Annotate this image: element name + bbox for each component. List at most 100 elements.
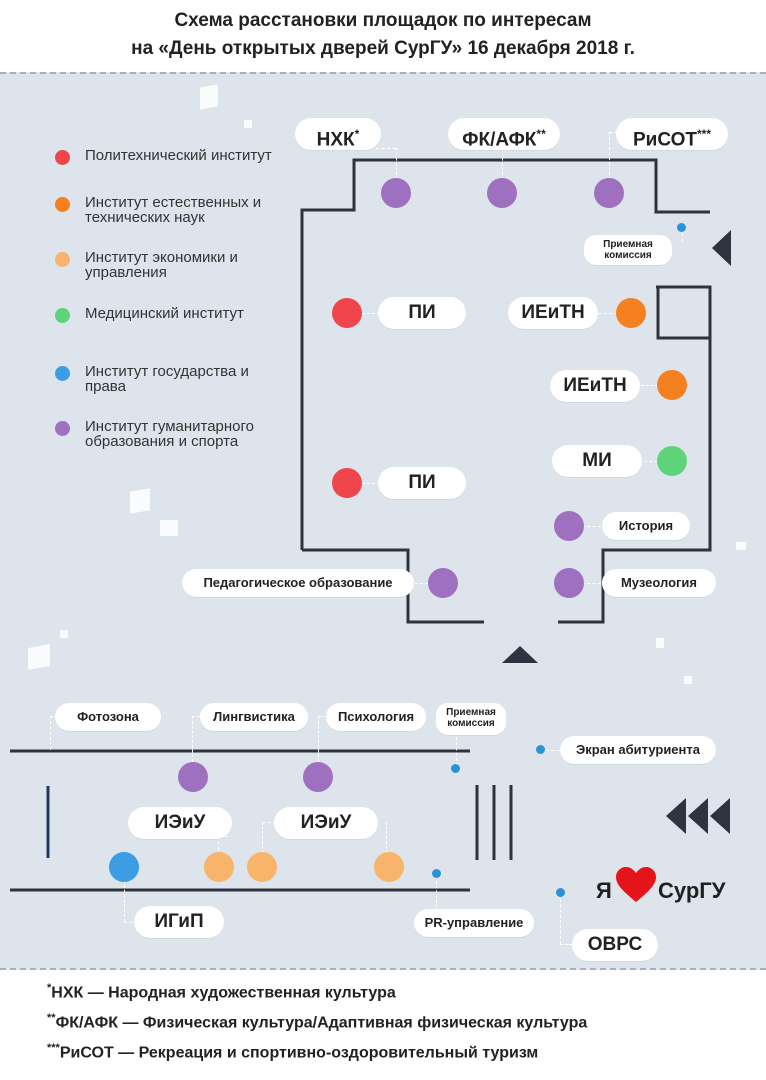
decor-square (736, 542, 746, 550)
arrow-up-icon (502, 646, 538, 663)
connector-line (582, 526, 606, 527)
legend-label: Институт естественных и технических наук (85, 194, 262, 226)
venue-marker-humanities (381, 178, 411, 208)
arrow-left-icon (712, 230, 731, 266)
logo-text-left: Я (596, 878, 612, 903)
venue-marker-polytechnic (332, 468, 362, 498)
venue-marker-natural-sciences (657, 370, 687, 400)
connector-line (218, 836, 219, 856)
arrow-left-icon (666, 798, 686, 834)
connector-line (362, 483, 380, 484)
legend-label: Медицинский институт (85, 305, 244, 322)
venue-marker-law (109, 852, 139, 882)
decor-square (244, 120, 252, 128)
info-point-marker (432, 869, 441, 878)
logo-i-love-surgu: Я СурГУ (596, 866, 746, 906)
connector-line (124, 880, 125, 922)
top-dashed-border (0, 72, 766, 74)
label-ieiu-left: ИЭиУ (128, 807, 232, 839)
connector-line (192, 716, 204, 717)
venue-marker-economics (204, 852, 234, 882)
connector-line (262, 822, 276, 823)
venue-marker-economics (374, 852, 404, 882)
connector-line (318, 716, 319, 762)
decor-square (60, 630, 68, 638)
heart-icon (616, 867, 656, 902)
label-history: История (602, 512, 690, 540)
label-pedagogy: Педагогическое образование (182, 569, 414, 597)
legend-swatch (55, 252, 70, 267)
venue-marker-economics (247, 852, 277, 882)
label-photozone: Фотозона (55, 703, 161, 731)
label-igip: ИГиП (134, 906, 224, 938)
label-ieiu-right: ИЭиУ (274, 807, 378, 839)
connector-line (540, 750, 560, 751)
legend-label: Институт государства и права (85, 363, 249, 395)
connector-line (362, 313, 380, 314)
legend-swatch (55, 150, 70, 165)
connector-line (396, 148, 397, 180)
connector-line (192, 716, 193, 762)
venue-marker-humanities (487, 178, 517, 208)
connector-line (560, 894, 561, 944)
legend-swatch (55, 366, 70, 381)
connector-line (376, 148, 396, 149)
venue-marker-medical (657, 446, 687, 476)
label-museology: Музеология (602, 569, 716, 597)
legend-swatch (55, 421, 70, 436)
venue-marker-humanities (594, 178, 624, 208)
logo-text-right: СурГУ (658, 878, 726, 903)
arrow-left-icon (688, 798, 708, 834)
info-point-marker (451, 764, 460, 773)
info-point-marker (556, 888, 565, 897)
connector-line (502, 148, 503, 180)
info-point-marker (677, 223, 686, 232)
venue-marker-humanities (303, 762, 333, 792)
label-admissions-upper: Приемная комиссия (584, 235, 672, 265)
legend-label: Институт гуманитарного образования и спо… (85, 418, 255, 450)
label-pi-top: ПИ (378, 297, 466, 329)
label-mi: МИ (552, 445, 642, 477)
venue-marker-humanities (554, 568, 584, 598)
connector-line (262, 822, 263, 858)
footnote-nhk: *НХК — Народная художественная культура (47, 982, 396, 1002)
connector-line (318, 716, 330, 717)
connector-line (456, 716, 457, 766)
label-pi-bottom: ПИ (378, 467, 466, 499)
label-linguistics: Лингвистика (200, 703, 308, 731)
venue-marker-humanities (554, 511, 584, 541)
connector-line (598, 313, 618, 314)
page-title-line-1: Схема расстановки площадок по интересам (174, 10, 592, 31)
connector-line (124, 922, 138, 923)
legend-label: Политехнический институт (85, 147, 272, 164)
label-ieitn-top: ИЕиТН (508, 297, 598, 329)
legend-swatch (55, 308, 70, 323)
connector-line (582, 583, 606, 584)
venue-marker-polytechnic (332, 298, 362, 328)
footnote-fk-afk: **ФК/АФК — Физическая культура/Адаптивна… (47, 1012, 588, 1032)
legend-swatch (55, 197, 70, 212)
label-applicant-screen: Экран абитуриента (560, 736, 716, 764)
connector-line (436, 876, 437, 922)
label-pr: PR-управление (414, 909, 534, 937)
info-point-marker (536, 745, 545, 754)
connector-line (386, 822, 387, 858)
venue-marker-natural-sciences (616, 298, 646, 328)
label-risot: РиСОТ*** (616, 118, 728, 150)
label-ieitn-mid: ИЕиТН (550, 370, 640, 402)
connector-line (560, 944, 572, 945)
label-psychology: Психология (326, 703, 426, 731)
decor-square (656, 638, 664, 648)
footnote-risot: ***РиСОТ — Рекреация и спортивно-оздоров… (47, 1042, 539, 1062)
decor-square (160, 520, 178, 536)
bottom-dashed-border (0, 968, 766, 970)
page-title-line-2: на «День открытых дверей СурГУ» 16 декаб… (131, 38, 635, 59)
label-nhk: НХК* (295, 118, 381, 150)
connector-line (50, 716, 51, 750)
label-admissions-lower: Приемная комиссия (436, 703, 506, 735)
venue-marker-humanities (178, 762, 208, 792)
decor-square (684, 676, 692, 684)
legend-label: Институт экономики и управления (85, 249, 238, 281)
connector-line (682, 228, 683, 242)
connector-line (410, 583, 428, 584)
